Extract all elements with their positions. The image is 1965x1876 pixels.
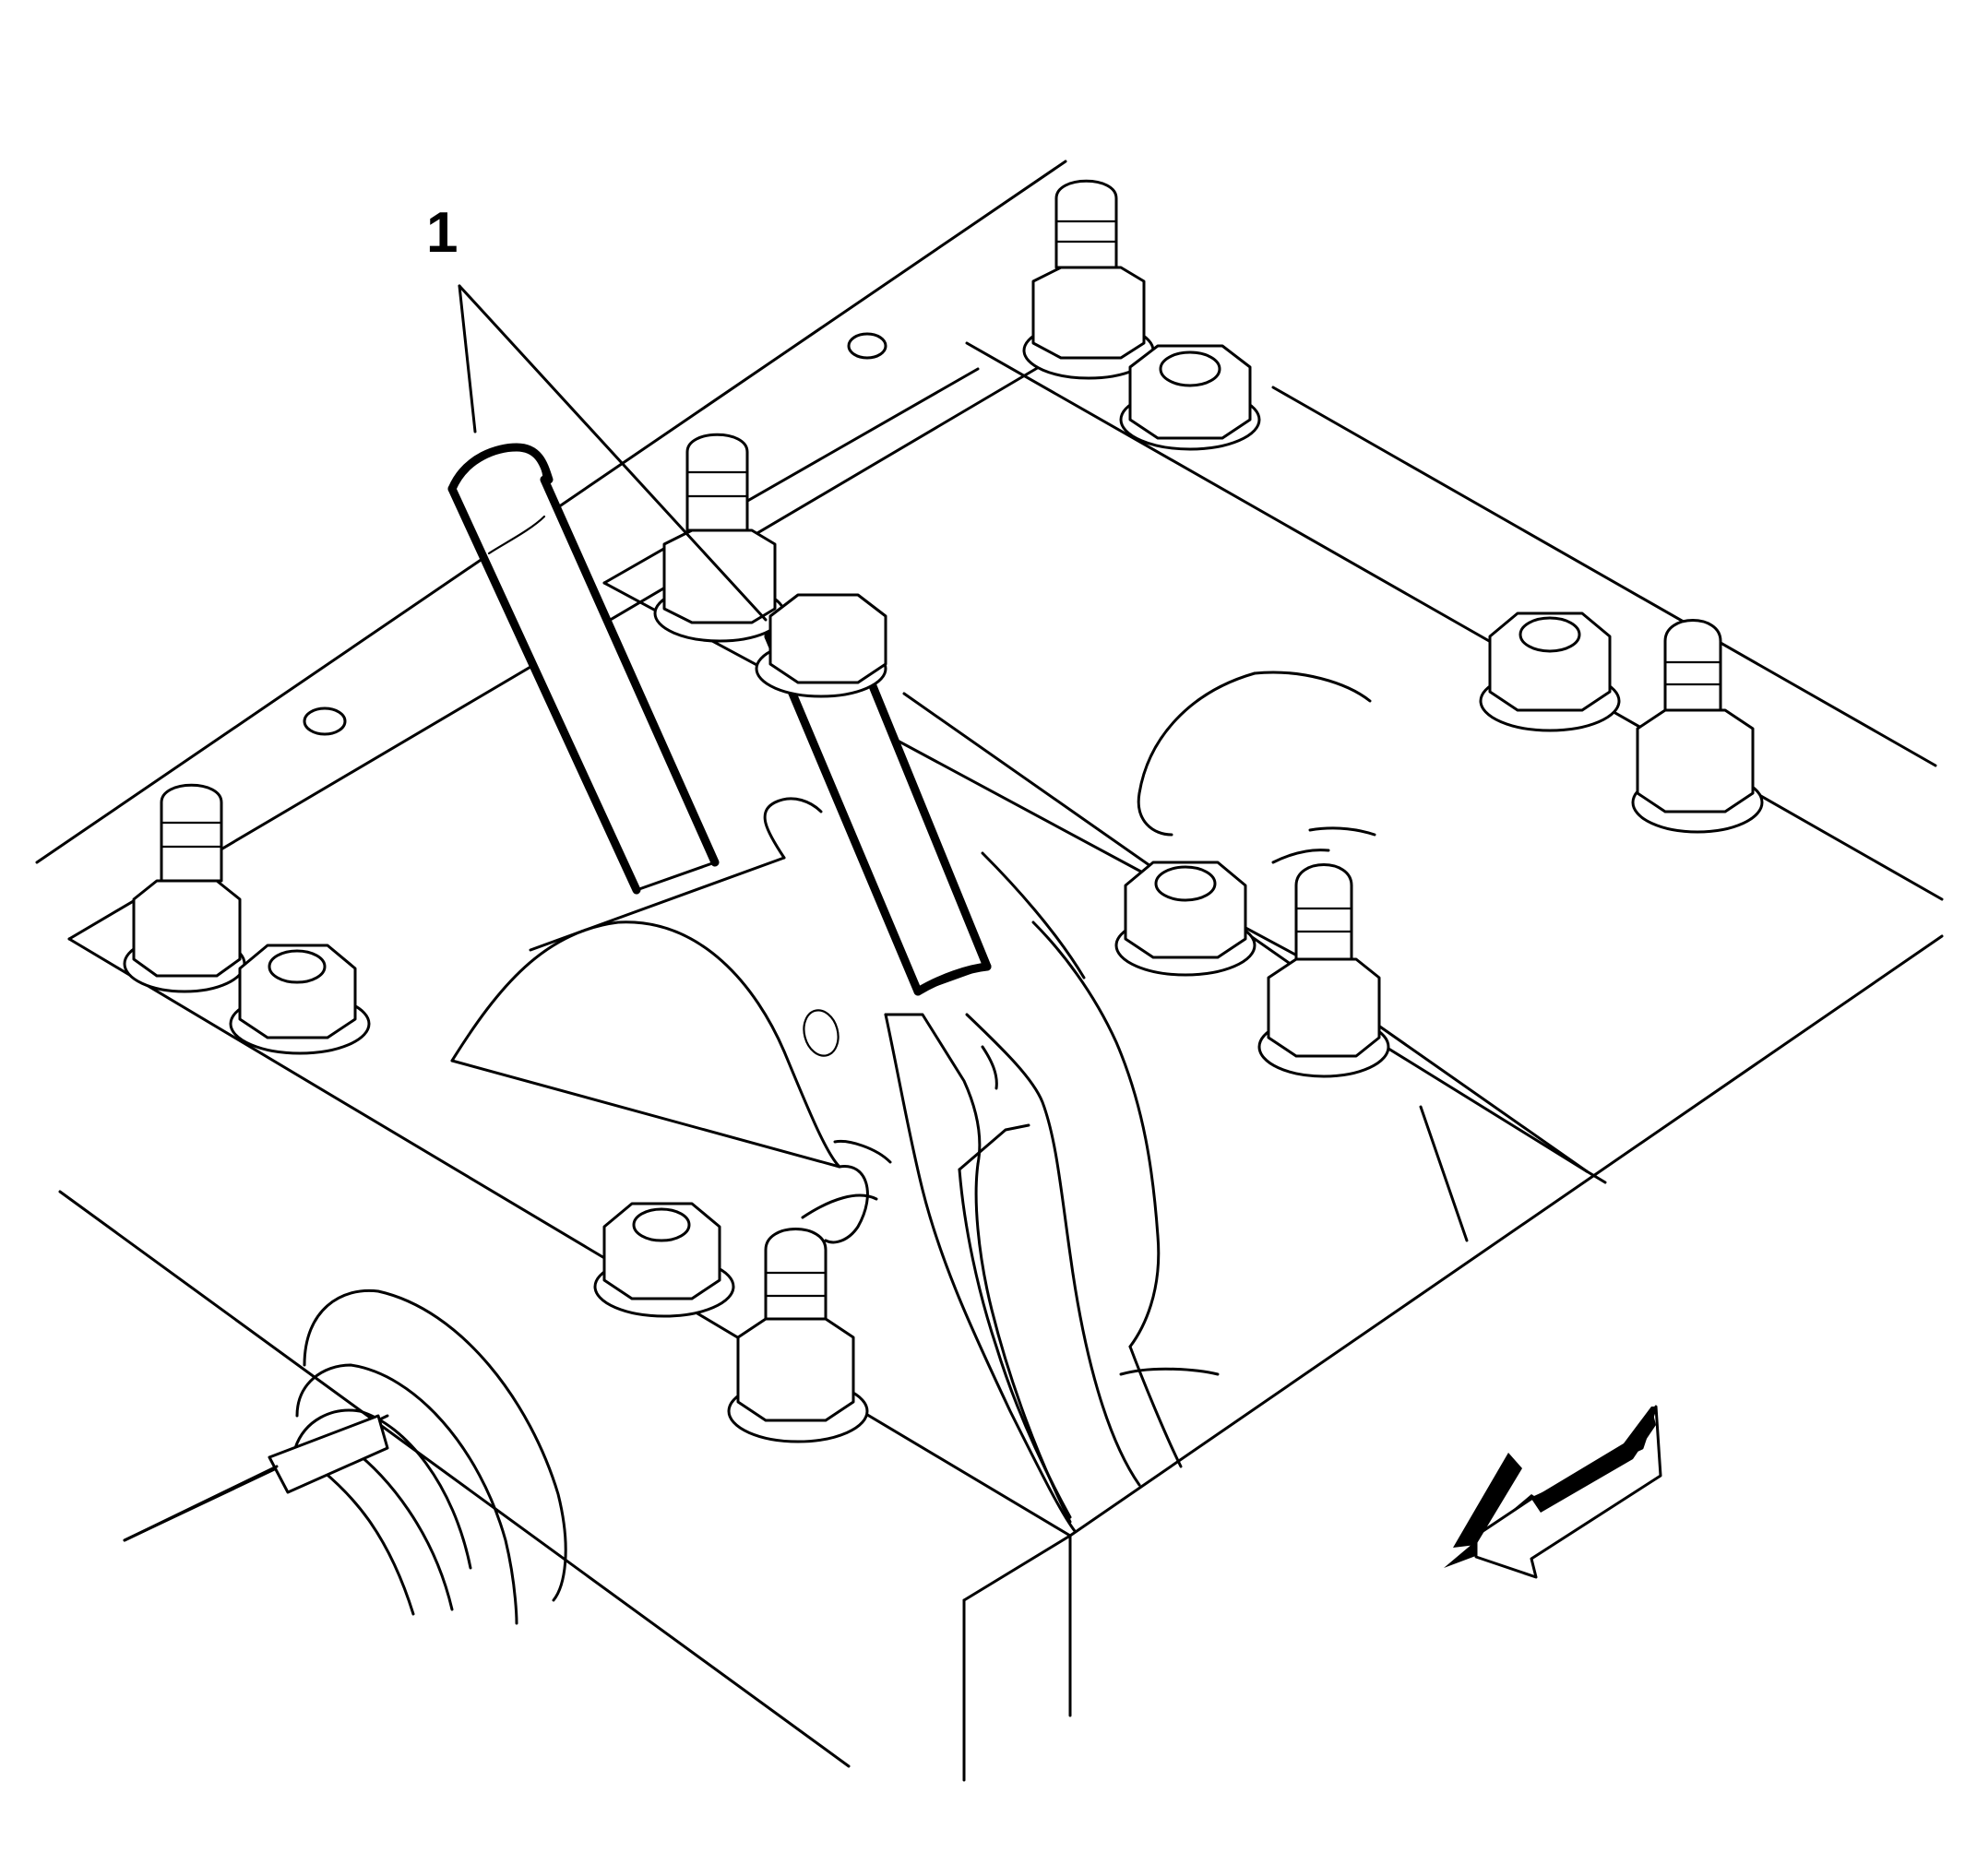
housing-boss (1137, 671, 1376, 864)
shift-lever (884, 851, 1220, 1533)
callout-leader-right (458, 284, 768, 622)
nut-mid-top (755, 593, 887, 698)
callout-1: 1 (426, 201, 768, 622)
nut-left (229, 944, 371, 1055)
shifter-assembly (450, 797, 892, 1244)
stud-mid-top (653, 433, 786, 643)
front-direction-arrow-icon (1444, 1405, 1662, 1579)
rim-holes (303, 332, 887, 736)
nut-bottom (593, 1202, 735, 1318)
stud-left (123, 783, 246, 993)
output-shaft-seal (123, 1288, 567, 1625)
transmission-housing (35, 160, 1944, 1782)
callout-label-1: 1 (426, 201, 458, 265)
shift-rods (447, 443, 992, 996)
stud-top-right (1022, 179, 1155, 380)
nut-center (1114, 861, 1256, 977)
callout-leader-left (458, 284, 477, 433)
nut-right-upper (1479, 611, 1621, 732)
stud-right-upper (1631, 619, 1764, 834)
fasteners (123, 179, 1764, 1443)
stud-bottom (727, 1228, 869, 1443)
nut-top-right (1119, 344, 1261, 451)
stud-center (1257, 863, 1390, 1078)
